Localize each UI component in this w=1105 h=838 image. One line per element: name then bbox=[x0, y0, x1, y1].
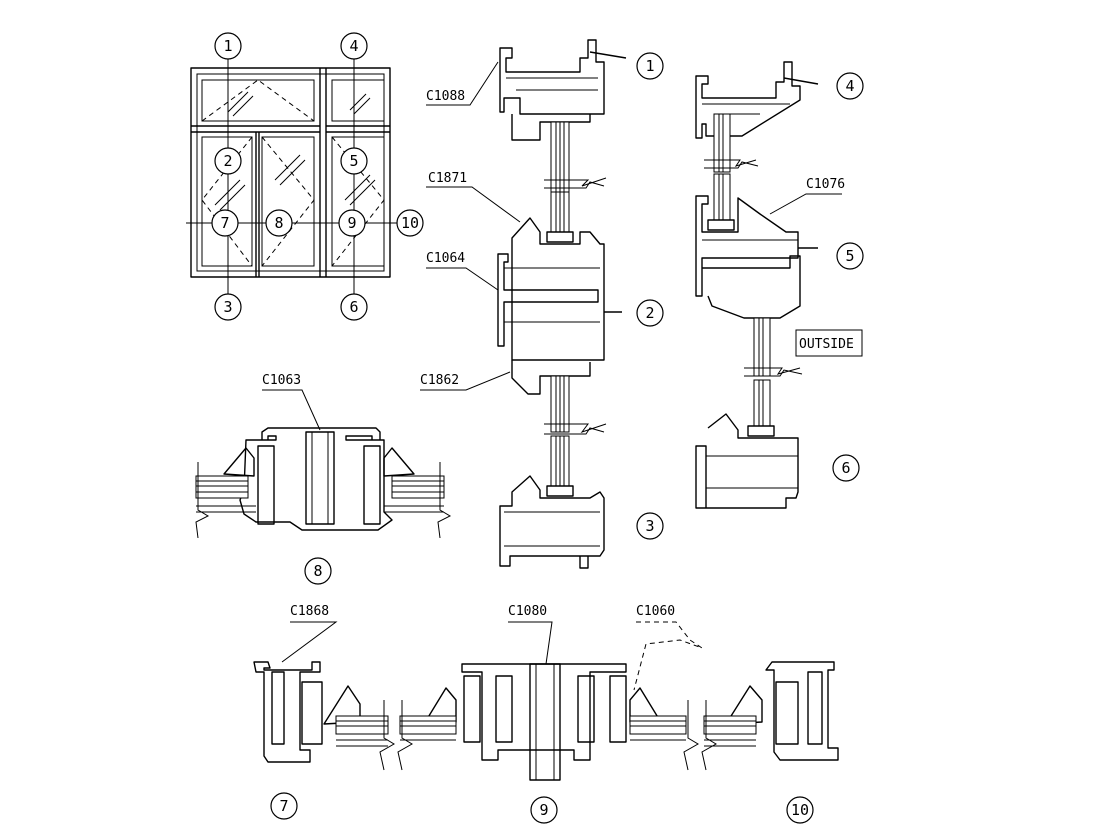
vertical-section-4-5-6: C1076 OUTSIDE 4 5 6 bbox=[695, 61, 864, 509]
window-elevation: 1 4 2 5 7 8 9 10 3 6 bbox=[186, 32, 424, 321]
section-bubble-3: 3 bbox=[645, 517, 654, 535]
elevation-bubble-3: 3 bbox=[223, 298, 232, 316]
elevation-bubble-6: 6 bbox=[349, 298, 358, 316]
section-bubble-1: 1 bbox=[645, 57, 654, 75]
label-c1076: C1076 bbox=[806, 177, 845, 192]
elevation-bubble-5: 5 bbox=[349, 152, 358, 170]
elevation-bubble-9: 9 bbox=[347, 214, 356, 232]
elevation-bubble-4: 4 bbox=[349, 37, 358, 55]
elevation-bubble-8: 8 bbox=[274, 214, 283, 232]
label-c1088: C1088 bbox=[426, 89, 465, 104]
horizontal-section-8: C1063 8 bbox=[195, 373, 452, 585]
section-bubble-2: 2 bbox=[645, 304, 654, 322]
label-c1063: C1063 bbox=[262, 373, 301, 388]
label-c1868: C1868 bbox=[290, 604, 329, 619]
elevation-bubble-1: 1 bbox=[223, 37, 232, 55]
vertical-section-1-2-3: C1088 C1871 C1064 C1862 1 2 3 bbox=[420, 39, 664, 569]
section-bubble-7: 7 bbox=[279, 797, 288, 815]
horizontal-section-7-9-10: C1868 C1080 C1060 7 9 10 bbox=[253, 604, 839, 824]
elevation-bubble-7: 7 bbox=[220, 214, 229, 232]
label-c1060: C1060 bbox=[636, 604, 675, 619]
section-bubble-10: 10 bbox=[791, 801, 809, 819]
label-c1064: C1064 bbox=[426, 251, 465, 266]
label-c1862: C1862 bbox=[420, 373, 459, 388]
section-bubble-4: 4 bbox=[845, 77, 854, 95]
section-bubble-9: 9 bbox=[539, 801, 548, 819]
elevation-bubble-2: 2 bbox=[223, 152, 232, 170]
section-bubble-6: 6 bbox=[841, 459, 850, 477]
elevation-bubble-10: 10 bbox=[401, 214, 419, 232]
label-c1080: C1080 bbox=[508, 604, 547, 619]
label-c1871: C1871 bbox=[428, 171, 467, 186]
outside-note: OUTSIDE bbox=[799, 337, 854, 352]
outside-note-box bbox=[795, 329, 863, 357]
section-bubble-8: 8 bbox=[313, 562, 322, 580]
section-bubble-5: 5 bbox=[845, 247, 854, 265]
